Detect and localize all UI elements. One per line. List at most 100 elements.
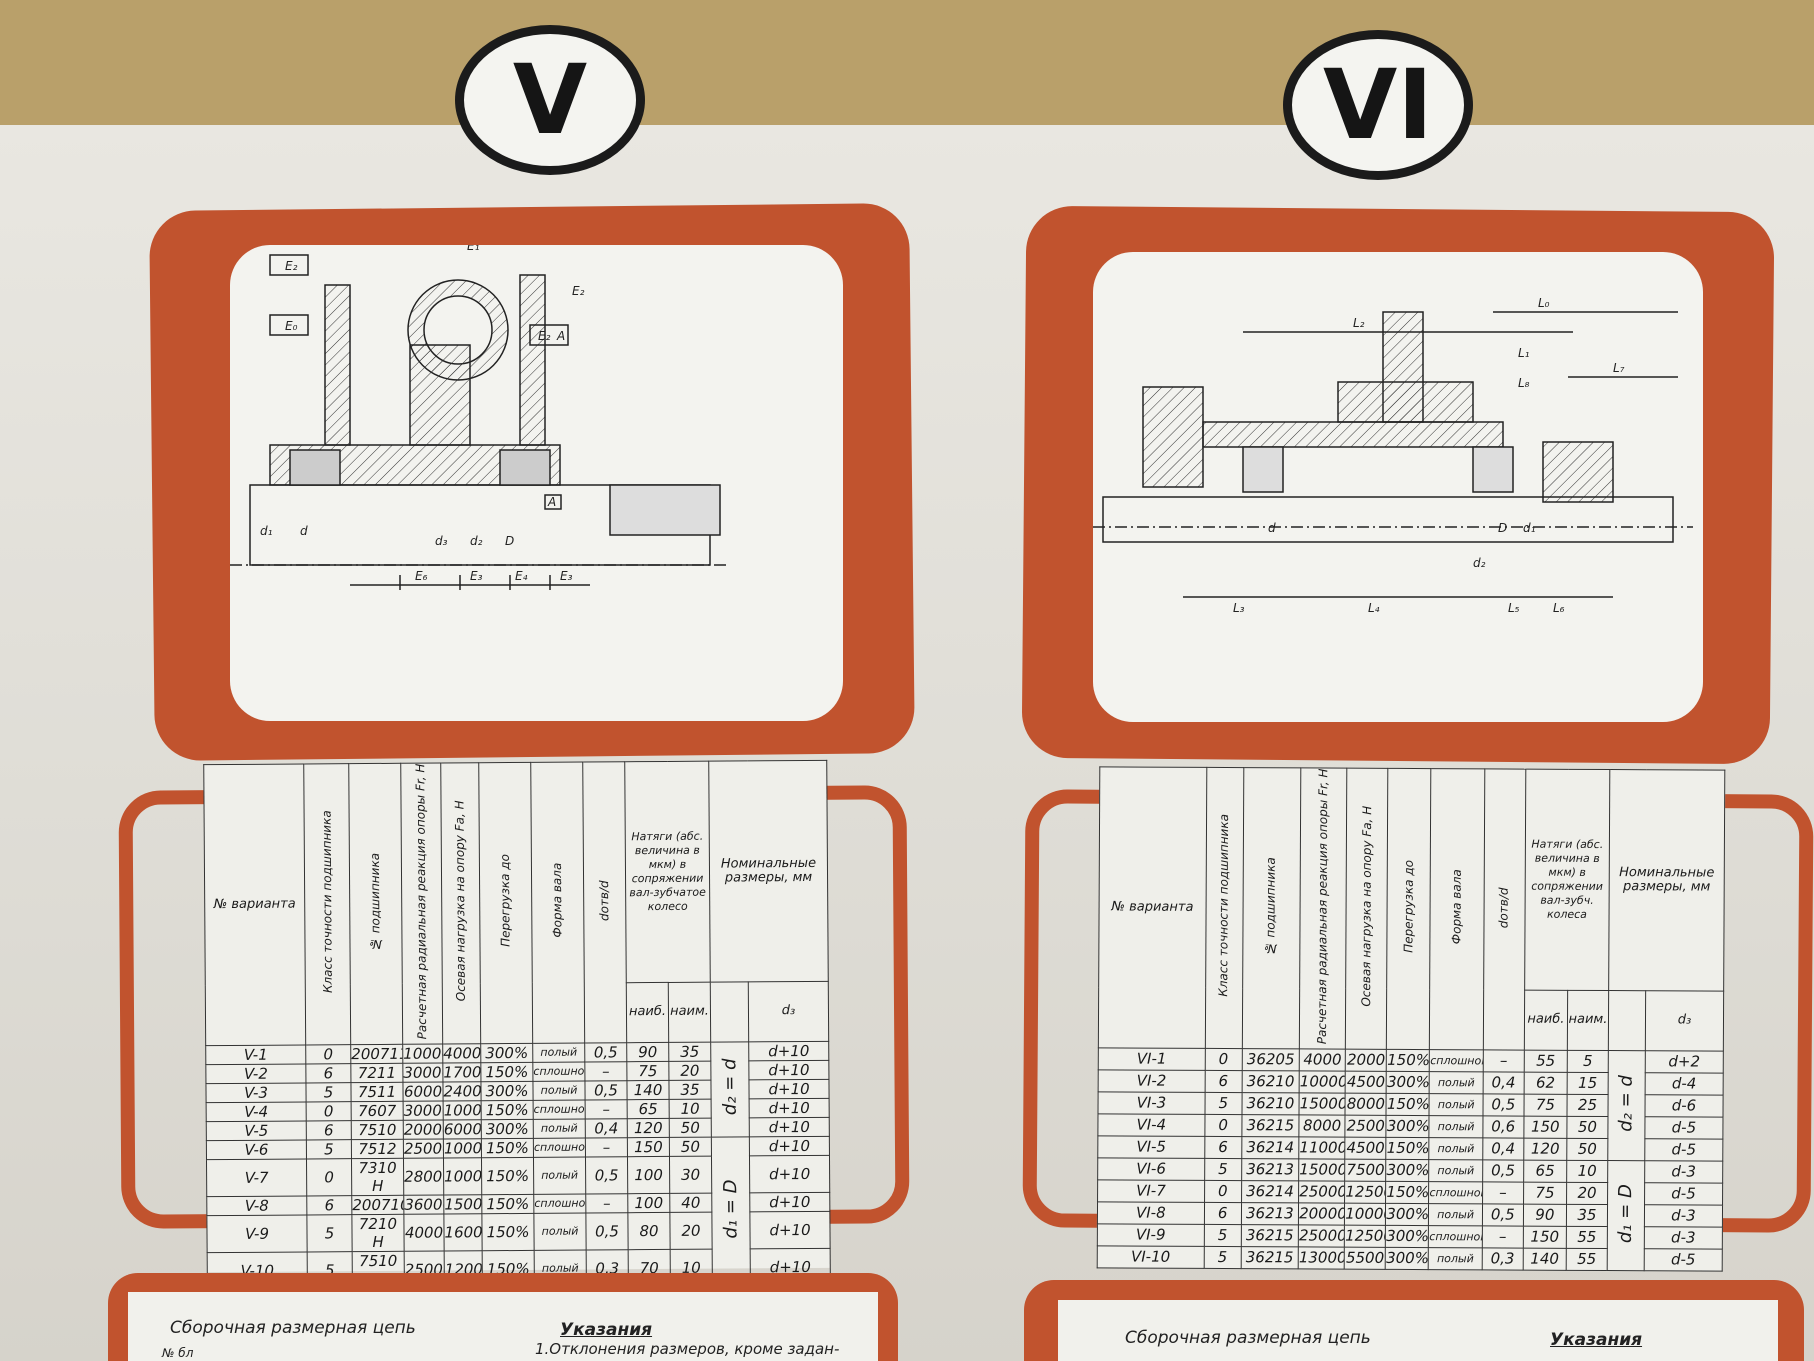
cell-fr: 25000 [1298,1180,1345,1203]
cell-class: 6 [1204,1202,1242,1225]
cell-shaft: полый [1428,1203,1483,1226]
cell-overload: 150% [481,1157,534,1195]
cell-max: 75 [1523,1181,1567,1205]
merged-d1: d₁ = D [1615,1183,1637,1244]
cell-shaft: полый [533,1156,586,1195]
table-row: V-1 0 2007111 10000 4000 300% полый 0,5 … [205,1041,829,1137]
cell-variant: VI-5 [1097,1135,1205,1159]
cell-ratio: 0,6 [1482,1115,1524,1138]
cell-variant: VI-3 [1098,1091,1205,1115]
cell-ratio: – [1482,1225,1524,1248]
cell-variant: V-5 [206,1120,307,1141]
table-row: VI-1 0 36205 4000 2000 150% сплошной – 5… [1098,1047,1724,1161]
left-variant-table: № варианта Класс точности подшипника № п… [203,759,831,1290]
header-overload: Перегрузка до [497,854,513,948]
cell-class: 0 [1204,1048,1243,1071]
cell-fa: 2400 [442,1081,482,1101]
cell-class: 6 [305,1063,351,1083]
left-drawing-svg: E₁ E₂ E₂ E₀ E₂ A A d₁ d d₃ d₂ D E₆ E₃ E₄… [230,245,730,590]
cell-min: 50 [669,1136,712,1157]
cell-ratio: 0,5 [1482,1159,1524,1182]
cell-class: 0 [306,1158,352,1196]
header-ratio: dотв/d [597,879,612,921]
badge-v-label: V [512,44,588,156]
merged-bottom-cell: d₁ = D [711,1136,751,1286]
callout: E₄ [515,569,528,583]
cell-max: 100 [627,1193,670,1213]
cell-min: 30 [669,1155,712,1194]
cell-variant: VI-6 [1097,1157,1205,1181]
left-bottom-line1: 1.Отклонения размеров, кроме задан- [535,1340,840,1358]
cell-overload: 300% [1385,1159,1430,1182]
cell-variant: VI-1 [1098,1047,1206,1071]
cell-fr: 30000 [403,1100,444,1120]
cell-fr: 20000 [403,1119,444,1139]
callout: d [1268,521,1276,535]
cell-d3: d+10 [749,1117,830,1137]
cell-overload: 300% [1385,1225,1429,1248]
cell-shaft: полый [532,1080,586,1101]
cell-fr: 28000 [403,1157,444,1195]
cell-class: 0 [1204,1180,1242,1203]
cell-ratio: – [585,1193,628,1213]
cell-max: 75 [1523,1093,1568,1117]
cell-fr: 30000 [402,1062,443,1082]
callout: L₄ [1368,601,1380,615]
cell-fa: 6000 [443,1119,482,1139]
callout: A [547,495,556,509]
cell-shaft: полый [533,1212,587,1251]
cell-max: 150 [627,1137,670,1157]
cell-d3: d+10 [749,1098,830,1118]
cell-class: 0 [305,1044,351,1064]
cell-fr: 25000 [403,1138,444,1158]
cell-bearing: 7512 [351,1138,404,1159]
callout: L₀ [1538,296,1550,310]
header-radial: Расчетная радиальная реакция опоры Fr, Н [413,763,430,1040]
cell-class: 5 [1204,1092,1242,1115]
cell-class: 6 [1204,1136,1242,1159]
cell-bearing: 36213 [1241,1158,1299,1181]
cell-ratio: 0,4 [1482,1071,1525,1094]
cell-overload: 150% [1385,1181,1430,1204]
cell-min: 25 [1566,1094,1609,1117]
cell-min: 10 [1566,1160,1608,1183]
cell-min: 5 [1567,1050,1609,1073]
cell-max: 65 [627,1099,670,1119]
left-table: № варианта Класс точности подшипника № п… [203,760,831,1290]
left-bottom-cell: № бл [162,1346,194,1360]
cell-variant: VI-8 [1097,1201,1205,1225]
callout: E₂ [572,284,585,298]
cell-bearing: 36215 [1240,1246,1299,1269]
cell-min: 35 [668,1041,711,1062]
housing-wall-left [324,284,351,446]
merged-top-cell: d₂ = d [710,1041,750,1137]
cell-min: 55 [1566,1248,1608,1271]
cell-max: 75 [626,1061,669,1081]
cell-ratio: 0,5 [584,1080,628,1100]
gear-hub [409,344,471,446]
cell-fa: 10000 [1344,1202,1386,1226]
cell-d3: d+10 [749,1192,830,1212]
cell-shaft: полый [1429,1071,1484,1094]
cell-variant: V-9 [206,1214,308,1253]
cell-bearing: 7510 [351,1119,404,1140]
cell-fa: 2500 [1345,1114,1387,1138]
cell-shaft: сплошной [533,1099,586,1120]
cell-overload: 300% [481,1119,534,1139]
cell-min: 35 [668,1079,712,1100]
header-axial: Осевая нагрузка на опору Fa, Н [452,800,468,1002]
callout: D [1498,521,1507,535]
bearing-right [499,449,551,486]
cell-fa: 4000 [442,1043,481,1063]
merged-d1: d₁ = D [720,1179,742,1239]
merged-top-cell: d₂ = d [1607,1050,1646,1161]
cell-variant: VI-7 [1097,1179,1205,1203]
callout: D [505,534,514,548]
cell-ratio: 0,5 [1482,1093,1524,1116]
cell-overload: 300% [1385,1203,1429,1226]
shaft [1102,496,1674,543]
header-bearing: № подшипника [1263,856,1279,956]
callout: E₃ [560,569,573,583]
header-fit-min: наим. [668,981,711,1043]
cell-max: 120 [1523,1137,1567,1161]
